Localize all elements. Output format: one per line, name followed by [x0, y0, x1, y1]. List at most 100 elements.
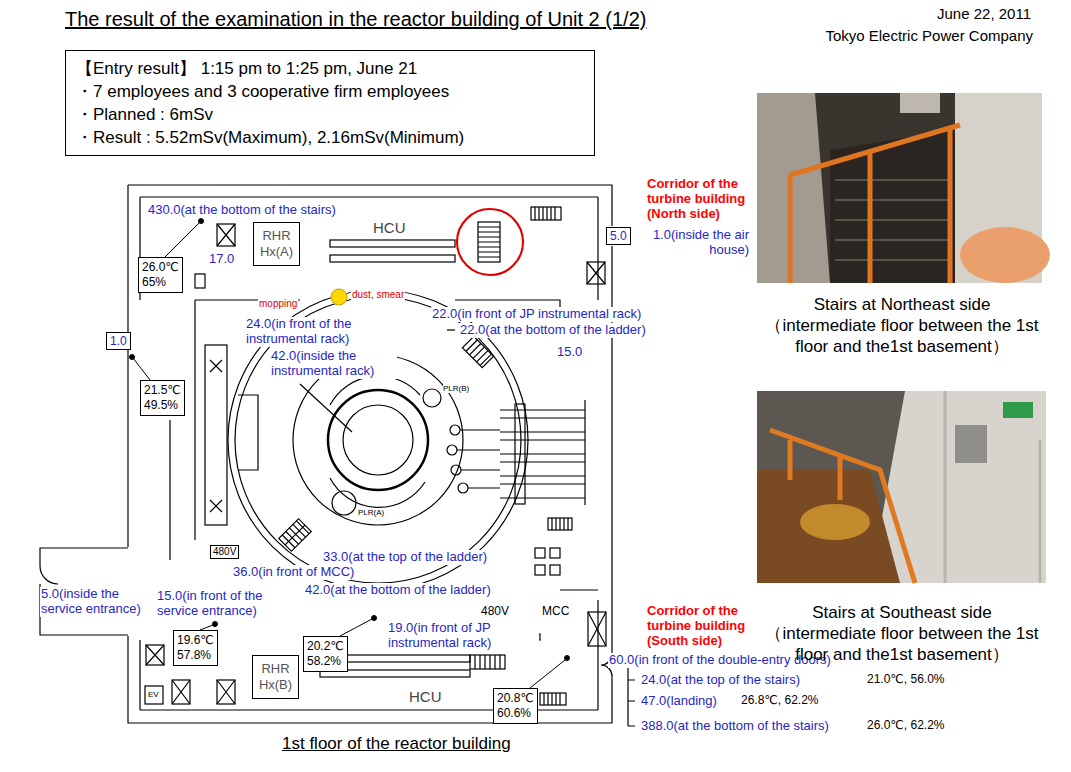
node-text: ・7 employees and 3 cooperative firm empl…: [76, 80, 584, 103]
photo-southeast: [870, 391, 1046, 583]
building-plan: [293, 355, 463, 525]
node-text: 480V: [213, 546, 236, 558]
equipment-box: RHR Hx(A): [253, 222, 300, 266]
building-plan: [552, 518, 568, 530]
reading-box: 5.0: [606, 227, 631, 245]
climate-box: 21.5℃ 49.5%: [140, 380, 185, 416]
leader-lines: [372, 616, 377, 621]
building-plan: [466, 340, 491, 365]
building-plan: [628, 668, 635, 726]
building-plan: [40, 566, 58, 584]
leader-lines: [165, 222, 200, 257]
dose-reading: 15.0: [556, 345, 583, 360]
node-text: RHR Hx(A): [255, 228, 298, 260]
photo-southeast: [1003, 402, 1033, 418]
building-plan: [584, 400, 585, 505]
climate-reading: 26.8℃, 62.2%: [740, 694, 820, 708]
building-plan: [145, 686, 163, 704]
building-plan: [550, 548, 560, 558]
building-plan: [300, 384, 352, 432]
building-plan: [279, 519, 312, 552]
leader-lines: [130, 355, 135, 360]
reading-box: 1.0: [106, 332, 131, 350]
equipment-label: 480V: [480, 605, 510, 619]
building-plan: [343, 405, 413, 475]
photo-southeast: [757, 391, 1046, 583]
pump-label: PLR(A): [358, 508, 384, 517]
highlight-circle: [457, 209, 523, 275]
building-plan: [140, 197, 598, 710]
building-plan: [328, 390, 428, 490]
dose-reading: 24.0(at the top of the stairs): [640, 673, 801, 688]
dose-reading: 42.0(inside the instrumental rack): [270, 349, 397, 379]
dose-reading: 22.0(at the bottom of the ladder): [459, 323, 647, 338]
date-text: June 22, 2011: [937, 5, 1031, 22]
photo-caption: （intermediate floor between the 1st floo…: [757, 623, 1047, 665]
building-plan: [540, 693, 566, 705]
pump-label: PLR(B): [443, 384, 469, 393]
node-text: 20.2℃ 58.2%: [307, 639, 344, 669]
photo-caption: Stairs at Northeast side: [757, 294, 1047, 315]
leader-lines: [565, 656, 570, 661]
node-text: ・Result : 5.52mSv(Maximum), 2.16mSv(Mini…: [76, 126, 584, 149]
building-plan: [170, 300, 598, 590]
building-plan: [330, 255, 455, 262]
building-plan: [146, 645, 164, 665]
building-plan: [531, 207, 561, 220]
leader-lines: [530, 660, 565, 688]
elevator-label: EV: [148, 690, 159, 699]
photo-southeast: [955, 425, 987, 463]
panel-box: 480V: [210, 545, 239, 559]
building-plan: [500, 410, 585, 498]
building-plan: [535, 548, 545, 558]
building-plan: [217, 680, 235, 704]
photo-caption: （intermediate floor between the 1st floo…: [757, 315, 1047, 357]
node-text: 5.0: [610, 229, 627, 243]
building-plan: [457, 430, 500, 488]
building-plan: [217, 224, 235, 246]
building-plan: [172, 680, 190, 704]
dose-reading: 430.0(at the bottom of the stairs): [147, 203, 337, 218]
building-plan: [217, 680, 235, 704]
leader-lines: [340, 619, 372, 636]
building-plan: [40, 185, 635, 726]
photo-northeast: [757, 93, 830, 283]
building-plan: [279, 519, 312, 552]
building-plan: [450, 425, 460, 435]
photo-northeast: [835, 180, 950, 260]
dose-reading: 22.0(in front of JP instrumental rack): [431, 307, 642, 322]
dose-reading: 388.0(at the bottom of the stairs): [640, 719, 830, 734]
node-text: 【Entry result】 1:15 pm to 1:25 pm, June …: [76, 57, 584, 80]
building-plan: [330, 376, 425, 507]
plan-caption: 1st floor of the reactor building: [282, 734, 511, 754]
node-text: 19.6℃ 57.8%: [177, 633, 214, 663]
dose-reading: 17.0: [208, 252, 235, 267]
building-plan: [475, 655, 500, 669]
leader-lines: [199, 219, 204, 224]
node-text: RHR Hx(B): [254, 661, 297, 693]
entry-result-box: 【Entry result】 1:15 pm to 1:25 pm, June …: [65, 50, 595, 156]
climate-box: 20.8℃ 60.6%: [493, 688, 538, 724]
building-plan: [451, 465, 461, 475]
building-plan: [550, 565, 560, 575]
building-plan: [128, 185, 612, 723]
company-name: Tokyo Electric Power Company: [825, 27, 1033, 44]
building-plan: [235, 297, 521, 583]
building-plan: [205, 345, 227, 525]
dose-reading: 24.0(in front of the instrumental rack): [245, 317, 387, 347]
building-plan: [330, 240, 455, 247]
photo-northeast: [830, 130, 955, 283]
dose-reading: 15.0(in front of the service entrance): [156, 589, 303, 619]
building-plan: [172, 680, 190, 704]
node-text: 26.0℃ 65%: [142, 260, 179, 290]
equipment-box: RHR Hx(B): [252, 655, 299, 699]
dose-reading: 5.0(inside the service entrance): [40, 587, 154, 617]
equipment-label: HCU: [372, 219, 407, 236]
photo-southeast: [770, 430, 915, 583]
building-plan: [535, 207, 555, 220]
photo-southeast: [757, 391, 1046, 583]
photo-southeast: [800, 504, 870, 540]
photo-northeast: [960, 227, 1050, 283]
sampling-note: dust, smear: [351, 289, 405, 301]
